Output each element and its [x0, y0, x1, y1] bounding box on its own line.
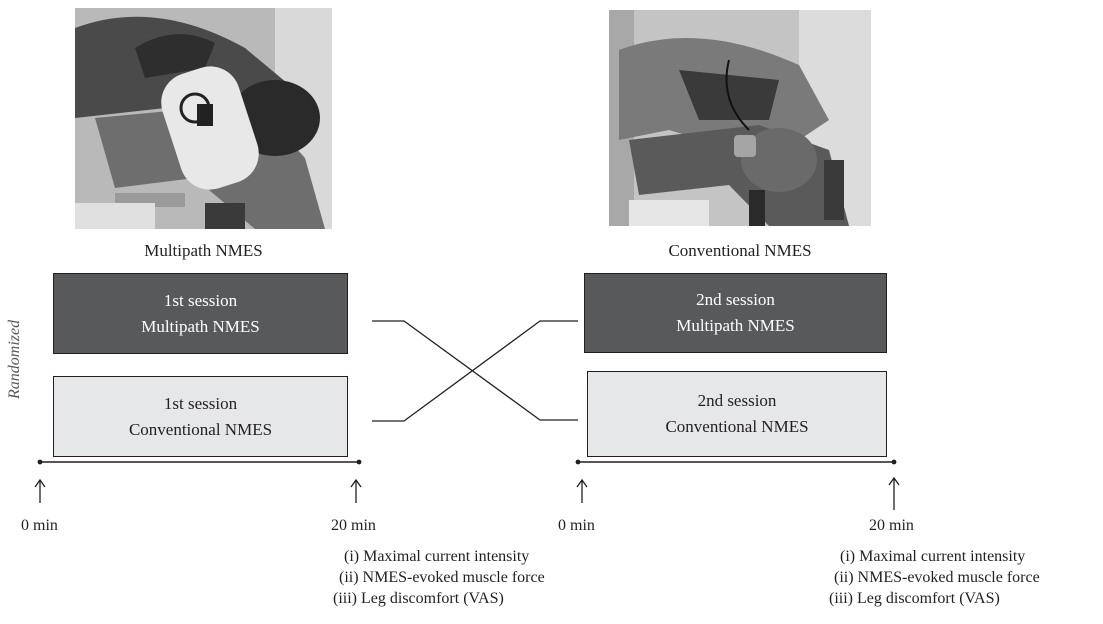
arrow-head-left-end [350, 478, 362, 488]
timeline-dot [356, 459, 362, 465]
measure-item: (i) Maximal current intensity [840, 548, 1026, 565]
session-box-1st-multipath: 1st session Multipath NMES [53, 273, 348, 354]
right-start-time: 0 min [558, 517, 595, 534]
measure-item: (ii) NMES-evoked muscle force [339, 569, 545, 586]
right-end-time: 20 min [869, 517, 914, 534]
measure-item: (iii) Leg discomfort (VAS) [333, 590, 504, 607]
session-box-2nd-multipath: 2nd session Multipath NMES [584, 273, 887, 353]
left-start-time: 0 min [21, 517, 58, 534]
session-label: 1st session [163, 393, 238, 413]
multipath-nmes-caption: Multipath NMES [144, 241, 263, 260]
session-method: Multipath NMES [676, 316, 795, 335]
arrow-head-right-end [888, 476, 900, 486]
session-label: 2nd session [697, 391, 777, 410]
session-box-2nd-conventional: 2nd session Conventional NMES [587, 371, 887, 457]
measures-list-left: (i) Maximal current intensity (ii) NMES-… [333, 546, 545, 609]
conventional-nmes-caption: Conventional NMES [668, 241, 812, 260]
measure-item: (i) Maximal current intensity [344, 548, 530, 565]
measure-item: (iii) Leg discomfort (VAS) [829, 590, 1000, 607]
measure-item: (ii) NMES-evoked muscle force [834, 569, 1040, 586]
arrow-head-left-start [34, 478, 46, 488]
session-method: Conventional NMES [128, 419, 273, 439]
timeline-dot [575, 459, 581, 465]
session-method: Conventional NMES [665, 417, 809, 436]
connector-multipath-to-conventional [372, 320, 578, 421]
measures-list-right: (i) Maximal current intensity (ii) NMES-… [829, 546, 1040, 609]
session-method: Multipath NMES [141, 316, 260, 336]
conventional-nmes-photo [609, 10, 871, 226]
session-label: 2nd session [696, 290, 775, 309]
multipath-nmes-photo [75, 8, 332, 229]
arrow-head-right-start [576, 478, 588, 488]
connector-conventional-to-multipath [372, 320, 578, 422]
timeline-dot [37, 459, 43, 465]
left-end-time: 20 min [331, 517, 376, 534]
timeline-dot [891, 459, 897, 465]
session-box-1st-conventional: 1st session Conventional NMES [53, 376, 348, 457]
session-label: 1st session [163, 290, 238, 310]
